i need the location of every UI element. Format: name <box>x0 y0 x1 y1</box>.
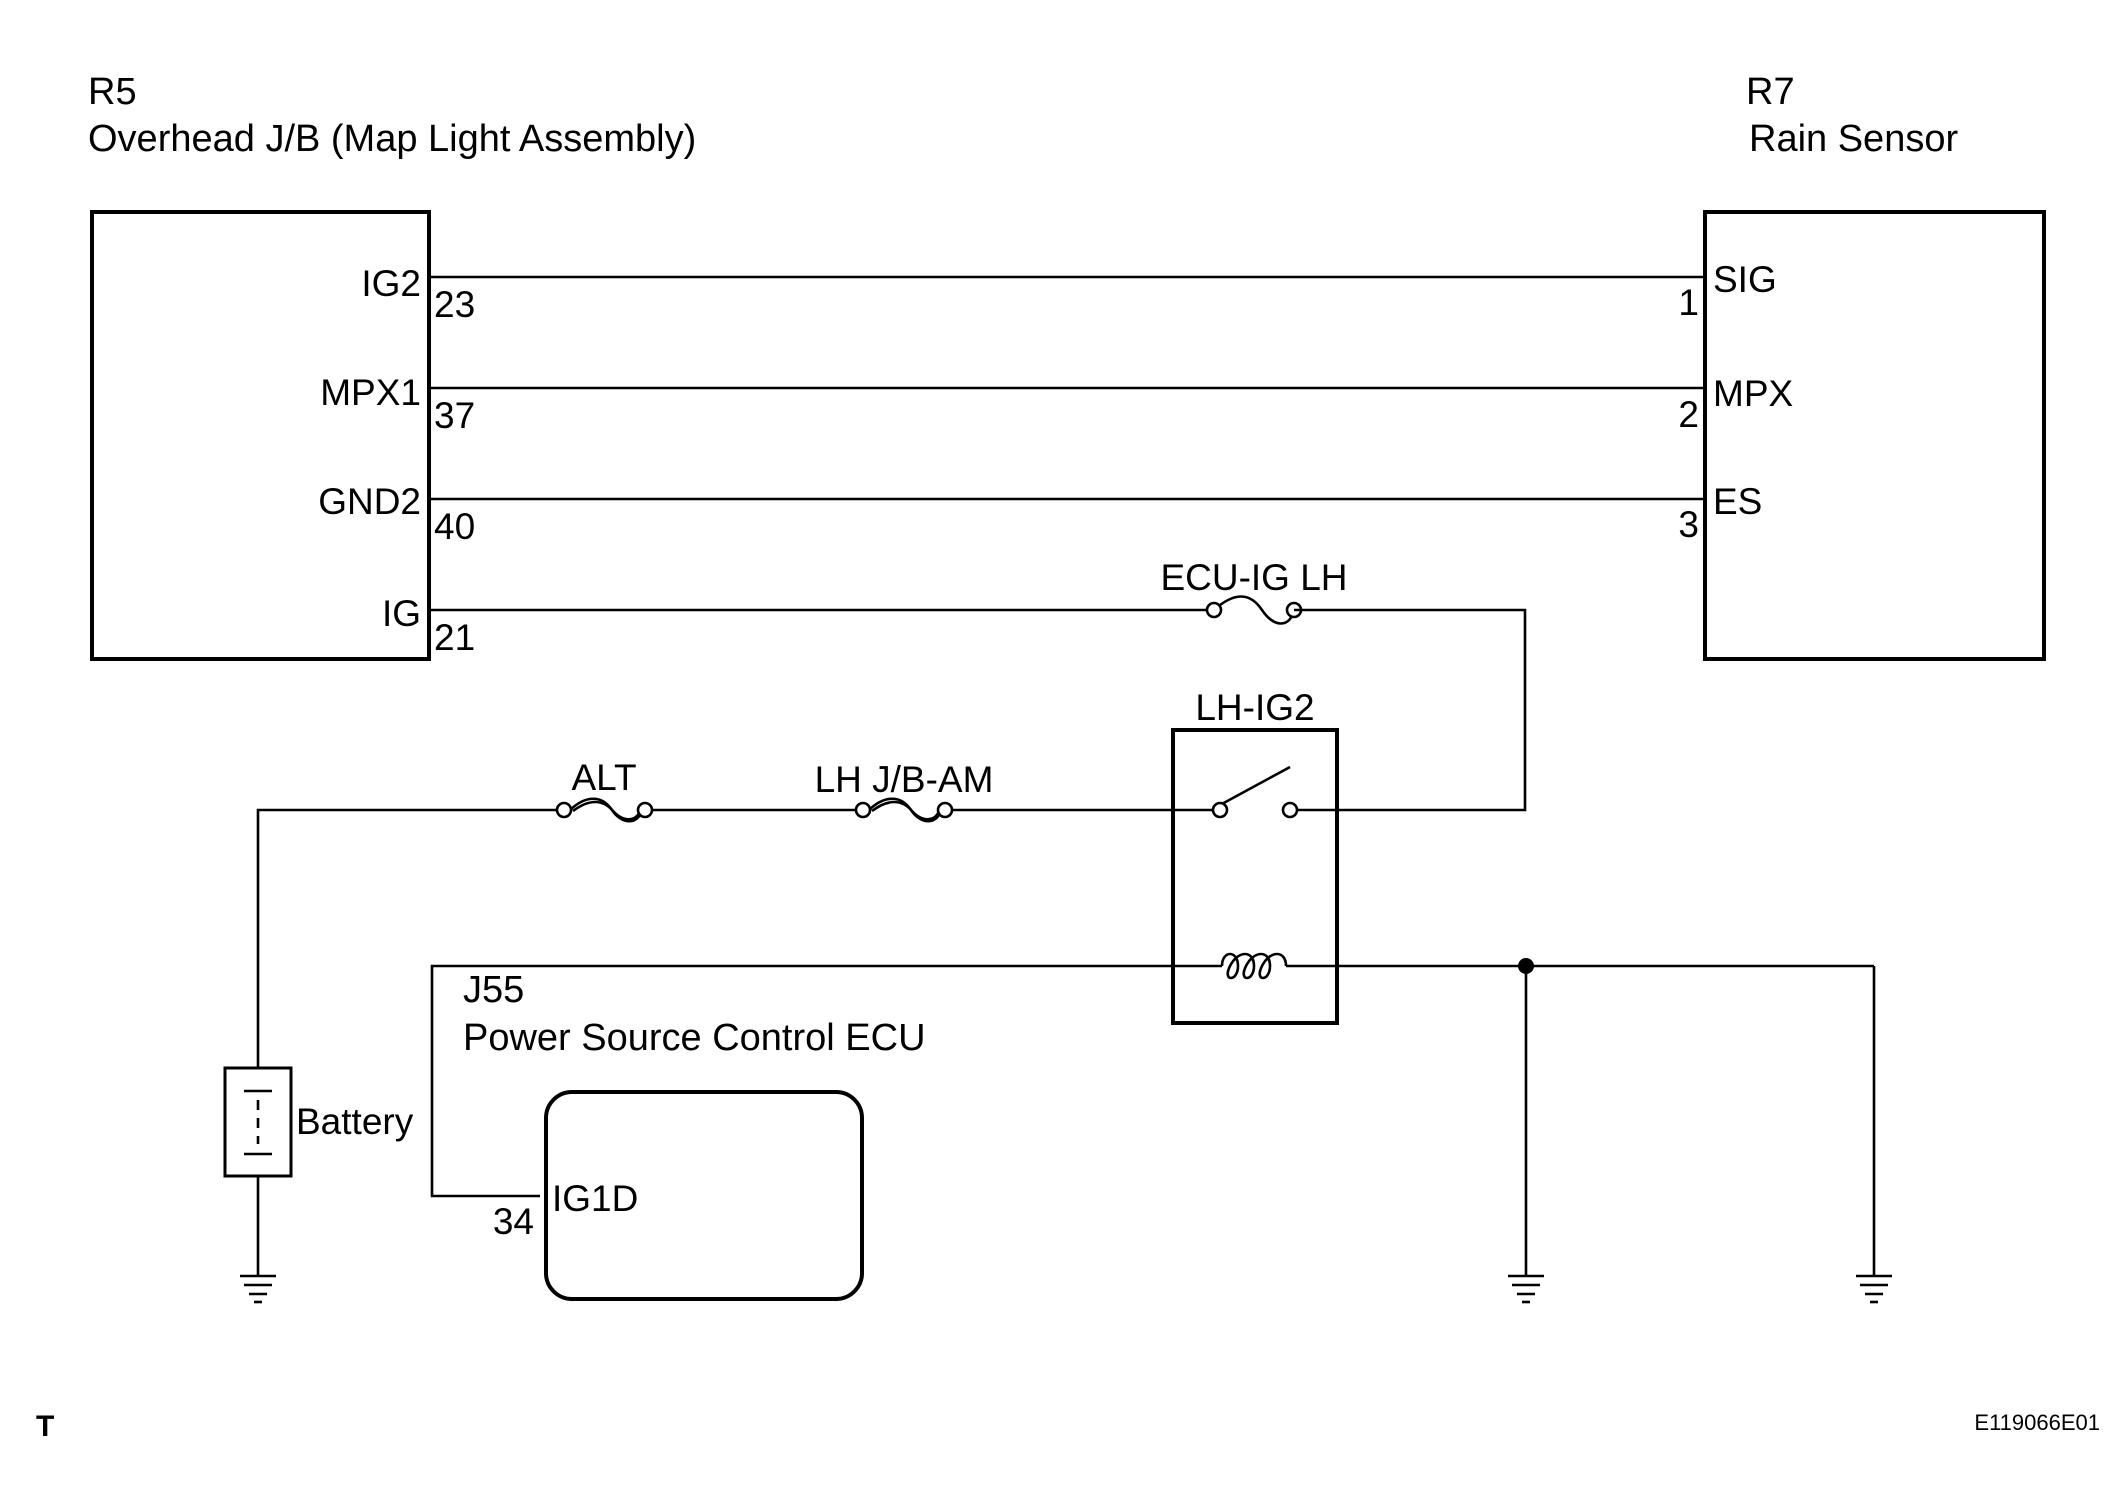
r7-name: Rain Sensor <box>1749 118 1958 160</box>
j55-pin-number: 34 <box>493 1201 534 1242</box>
r5-pin-number: 23 <box>434 284 475 325</box>
ecu-ig-lh-fuse-label: ECU-IG LH <box>1160 557 1347 598</box>
j55-code: J55 <box>463 969 524 1011</box>
r7-pin-number: 1 <box>1678 282 1699 323</box>
ground-icon <box>1856 1274 1892 1304</box>
footer-left-mark: T <box>36 1410 54 1443</box>
j55-name: Power Source Control ECU <box>463 1017 926 1059</box>
r7-rain-sensor-box <box>1703 210 2046 661</box>
battery-label: Battery <box>296 1101 414 1142</box>
r5-pin-name: MPX1 <box>320 372 421 413</box>
alt-fuse-label: ALT <box>571 757 636 798</box>
r7-pin-number: 3 <box>1678 504 1699 545</box>
j55-pin-name: IG1D <box>552 1178 638 1219</box>
figure-id: E119066E01 <box>1974 1410 2100 1435</box>
lh-ig2-relay-box <box>1171 728 1339 1025</box>
j55-ecu-box <box>544 1090 864 1301</box>
r5-name: Overhead J/B (Map Light Assembly) <box>88 118 696 160</box>
ground-icon <box>1508 1274 1544 1304</box>
relay-switch-icon <box>1211 765 1299 819</box>
r5-overhead-jb-box <box>90 210 431 661</box>
r5-pin-name: IG <box>382 593 421 634</box>
r7-pin-name: SIG <box>1713 259 1777 300</box>
r5-pin-name: IG2 <box>361 263 421 304</box>
r5-pin-number: 40 <box>434 506 475 547</box>
r7-pin-name: MPX <box>1713 373 1793 414</box>
alt-fuse-icon <box>555 797 654 823</box>
r7-pin-number: 2 <box>1678 394 1699 435</box>
battery-icon <box>223 1066 293 1178</box>
r7-pin-name: ES <box>1713 481 1762 522</box>
r5-pin-number: 21 <box>434 617 475 658</box>
r5-code: R5 <box>88 71 137 113</box>
wire-ig-return <box>1290 608 1527 812</box>
lh-jb-am-fuse-label: LH J/B-AM <box>815 759 994 800</box>
wire-ig1d-coil <box>430 964 1222 1198</box>
r7-code: R7 <box>1746 71 1795 113</box>
ecu-ig-lh-fuse-icon <box>1205 595 1303 625</box>
lh-jb-am-fuse-icon <box>854 797 954 823</box>
relay-coil-icon <box>1220 952 1288 980</box>
r5-pin-name: GND2 <box>318 481 421 522</box>
ground-icon <box>240 1274 276 1304</box>
relay-label: LH-IG2 <box>1195 687 1314 728</box>
wire-battery-feed <box>256 808 562 1068</box>
r5-pin-number: 37 <box>434 395 475 436</box>
